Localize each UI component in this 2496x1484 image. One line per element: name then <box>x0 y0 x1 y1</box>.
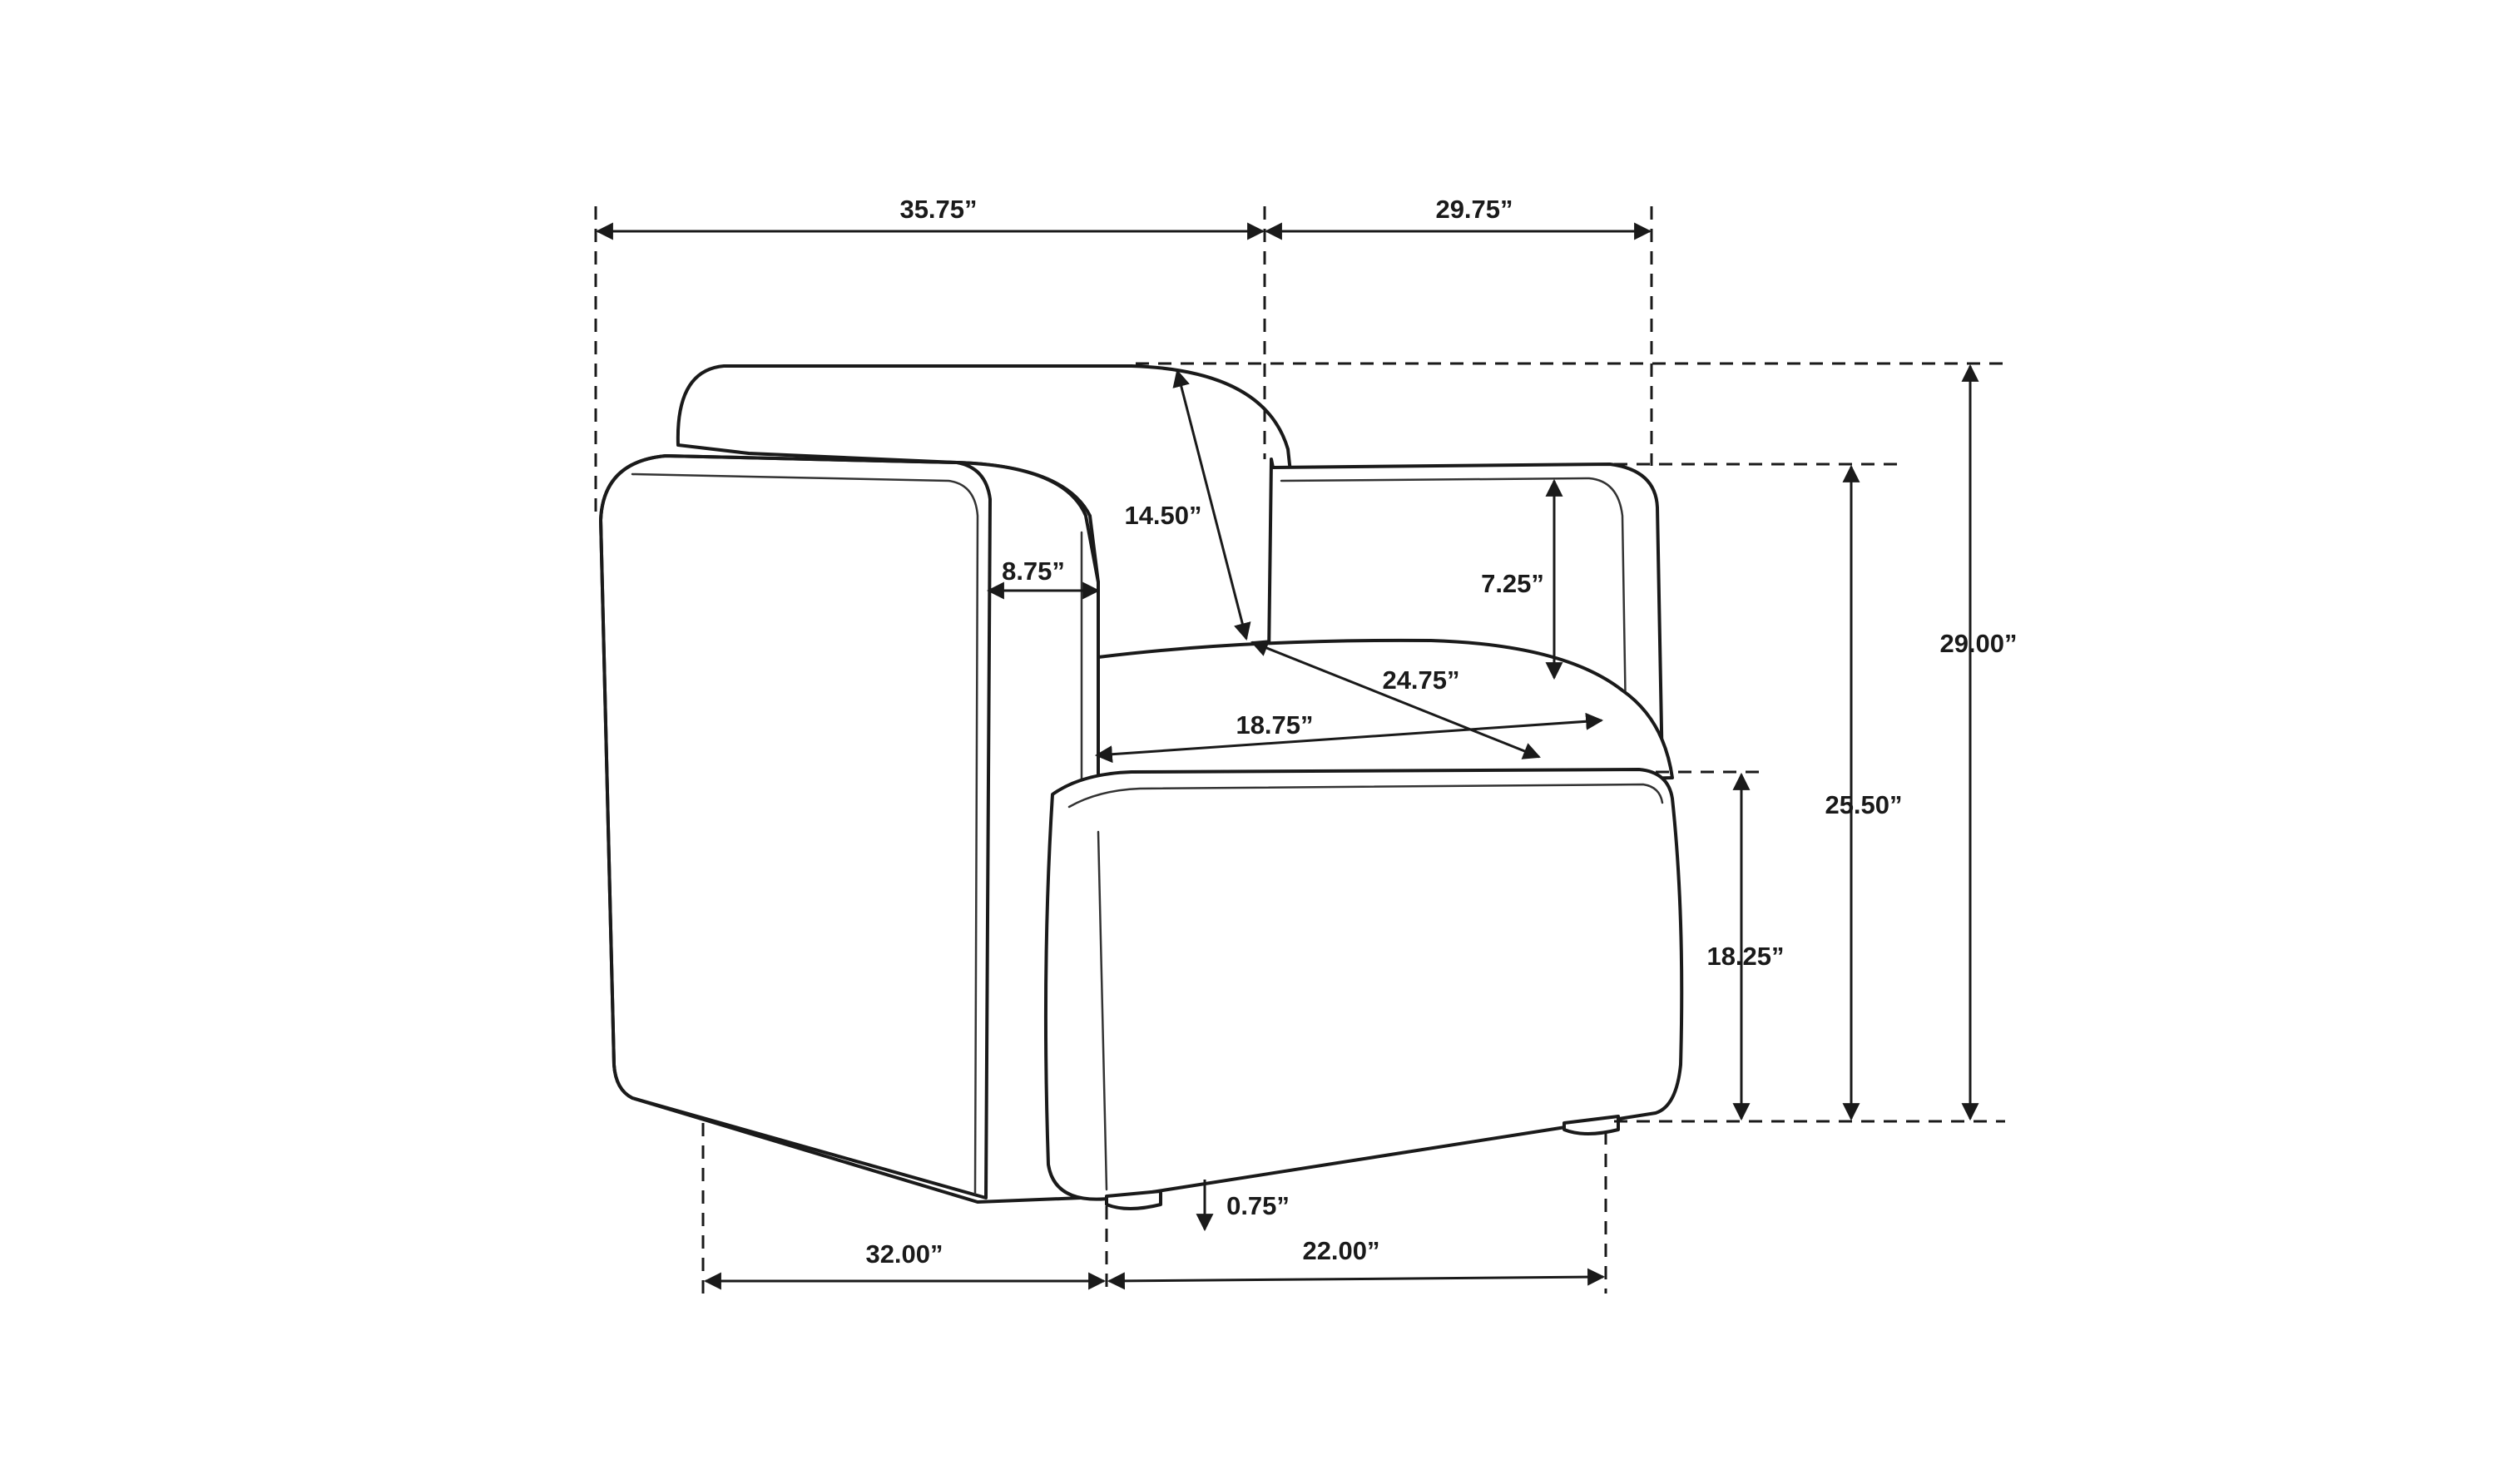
dim-line-base-depth <box>1107 1268 1606 1290</box>
label-seat-diagonal: 24.75” <box>1382 665 1459 695</box>
label-back-height: 14.50” <box>1124 501 1201 530</box>
label-arm-height: 25.50” <box>1825 790 1902 819</box>
left-arm-front-face <box>599 454 992 1200</box>
right-arm-inner-line <box>1280 477 1628 771</box>
front-cushion <box>1043 768 1684 1201</box>
label-seat-height: 18.25” <box>1706 942 1784 971</box>
front-left-foot <box>1105 1190 1162 1210</box>
label-base-depth: 22.00” <box>1302 1236 1379 1265</box>
front-right-foot <box>1562 1115 1620 1135</box>
dim-line-seat-width <box>1094 712 1604 764</box>
dim-line-back-height <box>1172 369 1251 641</box>
front-cushion-welt <box>1067 783 1664 809</box>
label-base-width: 32.00” <box>865 1239 943 1269</box>
left-arm-welt <box>631 472 979 1195</box>
front-cushion-side-line <box>1097 830 1108 1191</box>
label-overall-width: 35.75” <box>899 195 977 224</box>
label-seat-width: 18.75” <box>1236 710 1313 740</box>
label-arm-width: 8.75” <box>1002 556 1065 586</box>
label-overall-height: 29.00” <box>1939 629 2017 658</box>
label-overall-depth: 29.75” <box>1435 195 1513 224</box>
label-leg-height: 0.75” <box>1226 1191 1290 1220</box>
label-back-inner-height: 7.25” <box>1481 569 1544 598</box>
